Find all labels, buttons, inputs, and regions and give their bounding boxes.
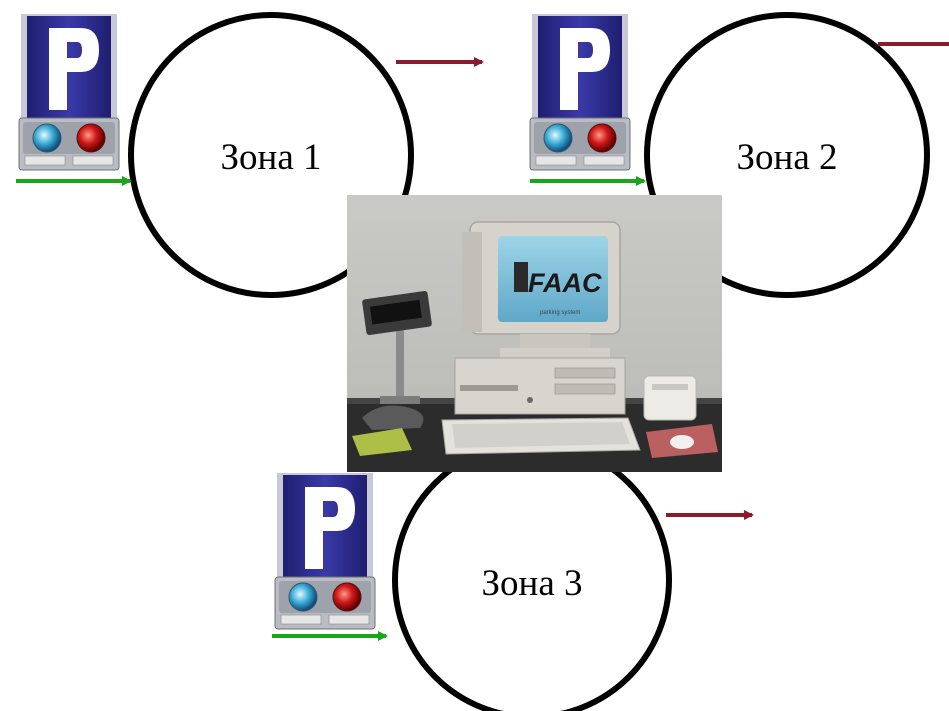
zone-1-label: Зона 1 bbox=[220, 137, 321, 178]
parking-terminal-1 bbox=[18, 13, 120, 171]
zone-3: Зона 3 bbox=[392, 440, 672, 711]
zone-3-label: Зона 3 bbox=[481, 563, 582, 604]
keyboard-icon bbox=[441, 417, 641, 455]
monitor-icon: FAAC parking system bbox=[462, 221, 621, 358]
parking-terminal-2 bbox=[529, 13, 631, 171]
pc-case-icon bbox=[454, 357, 626, 415]
mouse-icon bbox=[646, 424, 718, 458]
parking-terminal-3 bbox=[274, 472, 376, 630]
zone-2-label: Зона 2 bbox=[736, 137, 837, 178]
brand-subtext: parking system bbox=[540, 310, 580, 316]
brand-logo: FAAC bbox=[528, 268, 602, 298]
card-reader-icon bbox=[352, 405, 424, 456]
printer-icon bbox=[643, 375, 697, 421]
pole-display-icon bbox=[362, 290, 432, 404]
zone-1: Зона 1 bbox=[128, 12, 414, 298]
zone-1-circle bbox=[128, 12, 414, 298]
computer-photo: FAAC parking system bbox=[347, 195, 722, 472]
